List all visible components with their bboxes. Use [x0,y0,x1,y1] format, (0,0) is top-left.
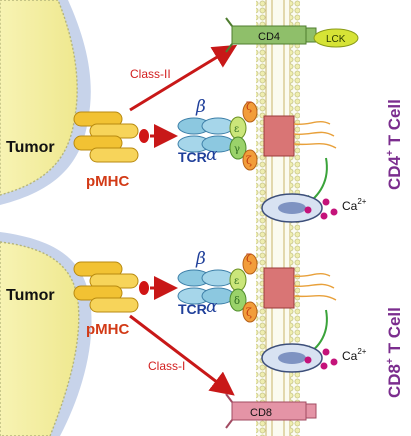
pmhc-label-bottom: pMHC [86,321,129,338]
cd8-label: CD8 [250,407,272,419]
tcr-complex-bottom [177,253,337,323]
class-ii-label: Class-II [130,67,171,81]
tcr-alpha-label-top: α [206,145,218,165]
pmhc-label-top: pMHC [86,173,129,190]
cd8-t-cell-label: CD8+ T Cell [385,307,404,398]
tumor-label-top: Tumor [6,139,55,156]
tcr-label-top: TCR [178,149,207,165]
epsilon-label-bottom: ε [234,276,239,287]
zeta-label-bottom-a: ζ [246,252,252,265]
class-i-arrow [129,314,235,396]
lck-kinase [313,28,359,48]
calcium-label-top: Ca2+ [342,197,367,213]
lck-label: LCK [326,34,346,45]
pmhc-complex-top [73,111,149,163]
cd4-coreceptor [225,17,317,53]
cd4-t-cell-label: CD4+ T Cell [385,99,404,190]
zeta-label-bottom-b: ζ [246,306,252,319]
calcium-label-bottom: Ca2+ [342,347,367,363]
epsilon-label-top: ε [234,124,239,135]
tcr-complex-top [177,101,337,171]
tumor-cell-bottom [0,232,92,436]
cd8-coreceptor [225,393,317,429]
tumor-label-bottom: Tumor [6,287,55,304]
cd4-label: CD4 [258,31,280,43]
delta-label-bottom: δ [234,296,240,307]
calcium-channel-top [261,193,338,223]
pmhc-complex-bottom [73,261,149,313]
zeta-label-top-b: ζ [246,154,252,167]
tcr-beta-label-top: β [195,97,206,117]
tumor-cell-top [0,0,91,205]
tcr-alpha-label-bottom: α [206,297,218,317]
calcium-channel-bottom [261,343,338,373]
tcr-beta-label-bottom: β [195,249,206,269]
class-ii-arrow [129,44,238,112]
class-i-label: Class-I [148,359,185,373]
tcr-label-bottom: TCR [178,301,207,317]
zeta-label-top-a: ζ [246,100,252,113]
gamma-label-top: γ [234,144,240,155]
